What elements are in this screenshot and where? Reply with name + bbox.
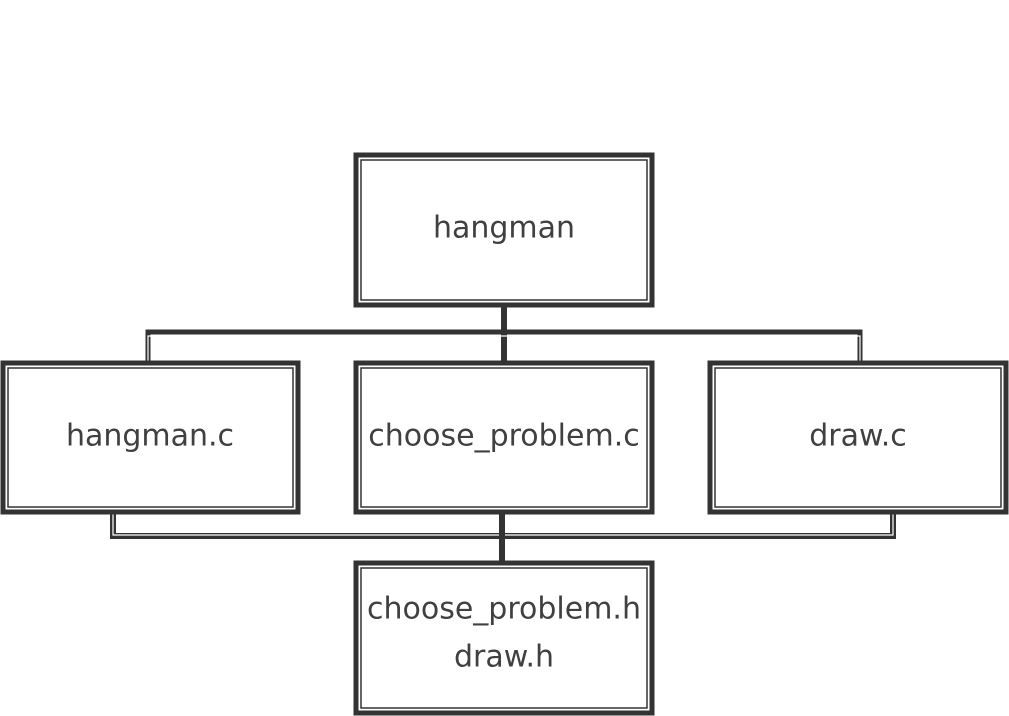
connector-root-bar-inner — [147, 335, 861, 362]
connector-root-to-sources — [145, 305, 863, 362]
node-choose-problem-c-label: choose_problem.c — [368, 419, 639, 454]
node-hangman-c: hangman.c — [0, 360, 301, 515]
node-headers-label-line2: draw.h — [454, 640, 554, 675]
node-headers-label-line1: choose_problem.h — [367, 592, 641, 627]
node-headers: choose_problem.h draw.h — [353, 560, 655, 716]
node-hangman-c-label: hangman.c — [66, 419, 234, 454]
connector-sources-to-headers — [110, 512, 896, 562]
node-hangman-label: hangman — [433, 211, 575, 246]
node-hangman: hangman — [353, 152, 655, 308]
node-draw-c: draw.c — [707, 360, 1009, 515]
node-choose-problem-c: choose_problem.c — [353, 360, 655, 515]
node-draw-c-label: draw.c — [809, 419, 907, 454]
